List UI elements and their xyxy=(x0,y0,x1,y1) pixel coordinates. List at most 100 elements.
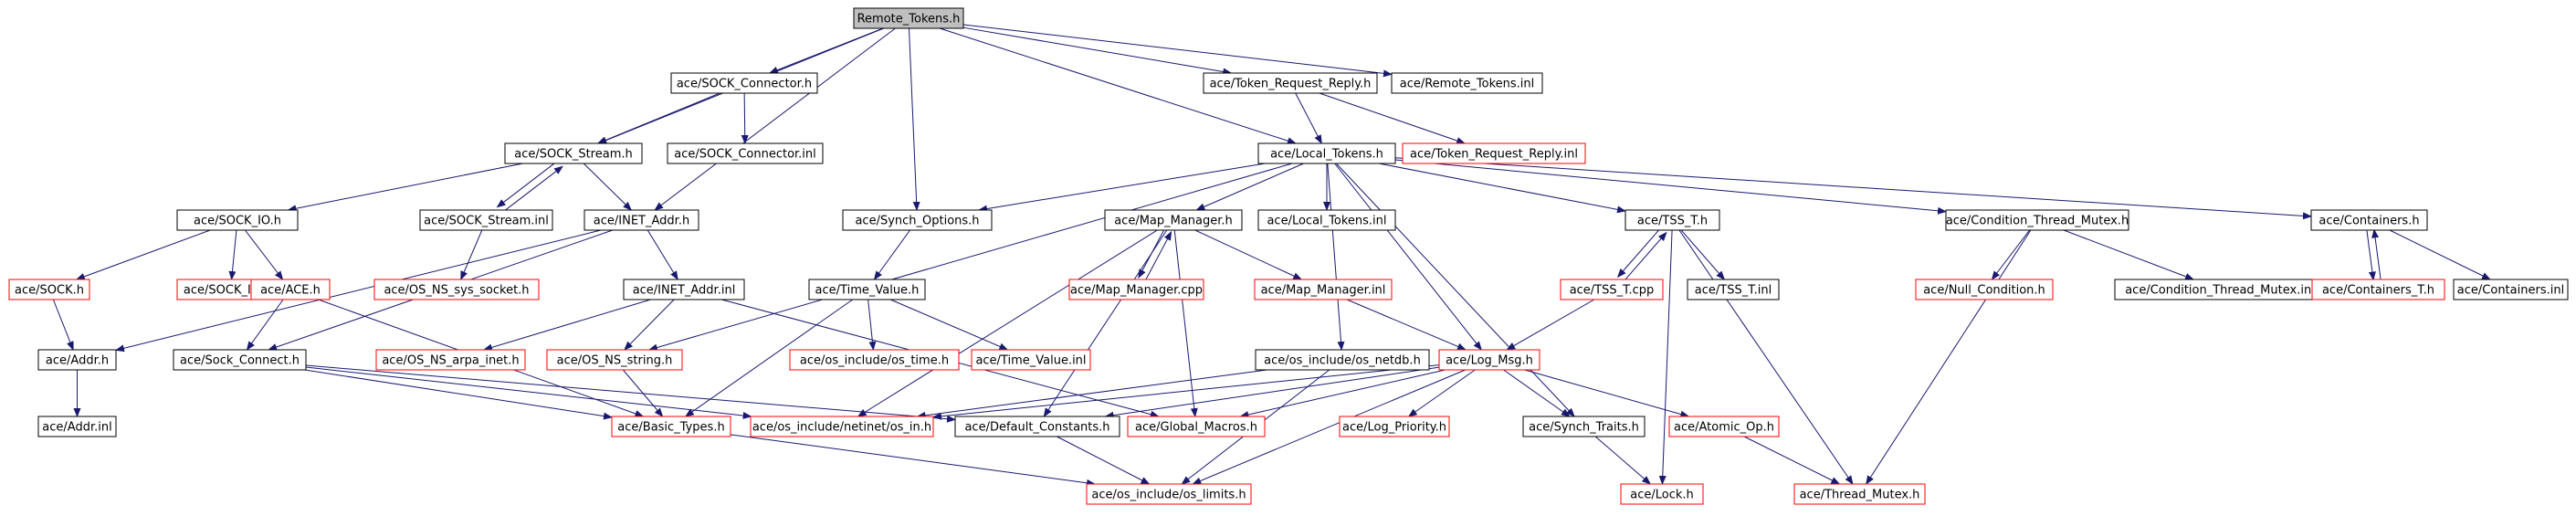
node-label: ace/Synch_Traits.h xyxy=(1529,421,1639,435)
node-box xyxy=(1257,209,1396,231)
node-label: ace/os_include/netinet/os_in.h xyxy=(752,421,931,435)
edge-sock_io_h-to-sock_h xyxy=(75,229,211,280)
node-time-value-inl[interactable]: ace/Time_Value.inl xyxy=(971,349,1091,371)
node-synch-options-h[interactable]: ace/Synch_Options.h xyxy=(842,209,993,231)
node-box xyxy=(2310,209,2428,231)
edge-condition_thread_mutex_h-to-thread_mutex_h xyxy=(1866,229,2032,485)
node-map-manager-h[interactable]: ace/Map_Manager.h xyxy=(1104,209,1243,231)
node-thread-mutex-h[interactable]: ace/Thread_Mutex.h xyxy=(1793,483,1926,505)
node-label: ace/Map_Manager.inl xyxy=(1261,284,1386,298)
edge-time_value_h-to-os_time_h xyxy=(867,299,877,351)
node-map-manager-cpp[interactable]: ace/Map_Manager.cpp xyxy=(1068,279,1204,300)
node-tss-t-inl[interactable]: ace/TSS_T.inl xyxy=(1687,279,1780,300)
edge-sock_stream_h-to-inet_addr_h xyxy=(583,163,632,211)
node-sock-stream-h[interactable]: ace/SOCK_Stream.h xyxy=(504,142,643,164)
edge-remote_tokens_h-to-local_tokens_h xyxy=(939,27,1297,145)
node-lock-h[interactable]: ace/Lock.h xyxy=(1620,483,1704,505)
node-label: ace/os_include/os_time.h xyxy=(800,354,949,368)
node-label: ace/Condition_Thread_Mutex.h xyxy=(1946,215,2129,228)
node-box xyxy=(1620,483,1704,505)
node-box xyxy=(1522,416,1645,437)
edge-sock_h-to-addr_h xyxy=(52,299,74,351)
node-label: ace/Local_Tokens.inl xyxy=(1267,215,1386,228)
edge-local_tokens_h-to-os_netdb_h xyxy=(1327,163,1345,351)
edge-local_tokens_h-to-log_msg_h xyxy=(1334,163,1482,351)
node-global-macros-h[interactable]: ace/Global_Macros.h xyxy=(1127,416,1266,437)
node-local-tokens-inl[interactable]: ace/Local_Tokens.inl xyxy=(1257,209,1396,231)
node-remote-tokens-inl[interactable]: ace/Remote_Tokens.inl xyxy=(1391,72,1543,94)
node-tss-t-cpp[interactable]: ace/TSS_T.cpp xyxy=(1560,279,1664,300)
node-os-in-h[interactable]: ace/os_include/netinet/os_in.h xyxy=(750,416,934,437)
node-containers-inl[interactable]: ace/Containers.inl xyxy=(2453,279,2569,300)
node-tss-t-h[interactable]: ace/TSS_T.h xyxy=(1624,209,1720,231)
node-label: Remote_Tokens.h xyxy=(857,13,961,26)
node-box xyxy=(1438,349,1540,371)
node-map-manager-inl[interactable]: ace/Map_Manager.inl xyxy=(1254,279,1393,300)
node-containers-h[interactable]: ace/Containers.h xyxy=(2310,209,2428,231)
node-inet-addr-h[interactable]: ace/INET_Addr.h xyxy=(584,209,699,231)
edge-remote_tokens_h-to-inet_addr_h xyxy=(654,27,896,211)
node-condition-thread-mutex-inl[interactable]: ace/Condition_Thread_Mutex.inl xyxy=(2114,279,2326,300)
node-box xyxy=(1127,416,1266,437)
node-addr-inl[interactable]: ace/Addr.inl xyxy=(37,416,117,437)
node-token-request-reply-inl[interactable]: ace/Token_Request_Reply.inl xyxy=(1402,142,1586,164)
node-label: ace/TSS_T.cpp xyxy=(1570,284,1655,298)
edge-map_manager_h-to-map_manager_inl xyxy=(1194,229,1303,280)
node-remote-tokens-h[interactable]: Remote_Tokens.h xyxy=(853,7,964,29)
node-label: ace/os_include/os_netdb.h xyxy=(1264,354,1421,368)
node-os-netdb-h[interactable]: ace/os_include/os_netdb.h xyxy=(1255,349,1430,371)
node-sock-connector-inl[interactable]: ace/SOCK_Connector.inl xyxy=(667,142,824,164)
edge-synch_options_h-to-time_value_h xyxy=(873,229,910,280)
node-os-ns-sys-socket-h[interactable]: ace/OS_NS_sys_socket.h xyxy=(373,279,540,300)
node-atomic-op-h[interactable]: ace/Atomic_Op.h xyxy=(1668,416,1780,437)
edge-map_manager_h-to-global_macros_h xyxy=(1173,229,1198,417)
node-local-tokens-h[interactable]: ace/Local_Tokens.h xyxy=(1257,142,1396,164)
node-addr-h[interactable]: ace/Addr.h xyxy=(37,349,117,371)
edge-condition_thread_mutex_h-to-null_condition_h xyxy=(1991,229,2031,280)
node-label: ace/SOCK_Connector.h xyxy=(677,78,812,91)
edge-inet_addr_h-to-addr_h xyxy=(115,229,602,353)
node-box xyxy=(611,416,731,437)
node-log-priority-h[interactable]: ace/Log_Priority.h xyxy=(1339,416,1450,437)
node-basic-types-h[interactable]: ace/Basic_Types.h xyxy=(611,416,731,437)
edge-basic_types_h-to-os_limits_h xyxy=(730,434,1096,487)
edge-local_tokens_h-to-os_ns_string_h xyxy=(648,163,1293,352)
node-label: ace/Log_Priority.h xyxy=(1342,421,1446,435)
node-time-value-h[interactable]: ace/Time_Value.h xyxy=(808,279,926,300)
edge-sock_stream_inl-to-os_ns_sys_socket_h xyxy=(460,229,483,280)
edge-containers_h-to-containers_inl xyxy=(2389,229,2491,280)
node-box xyxy=(375,349,526,371)
node-os-time-h[interactable]: ace/os_include/os_time.h xyxy=(789,349,960,371)
node-sock-h[interactable]: ace/SOCK.h xyxy=(8,279,90,300)
node-label: ace/Addr.h xyxy=(46,354,109,368)
node-sock-io-h[interactable]: ace/SOCK_IO.h xyxy=(176,209,299,231)
node-os-limits-h[interactable]: ace/os_include/os_limits.h xyxy=(1086,483,1252,505)
node-label: ace/Containers_T.h xyxy=(2322,284,2434,298)
node-synch-traits-h[interactable]: ace/Synch_Traits.h xyxy=(1522,416,1645,437)
node-box xyxy=(1915,279,2054,300)
node-sock-stream-inl[interactable]: ace/SOCK_Stream.inl xyxy=(419,209,553,231)
node-inet-addr-inl[interactable]: ace/INET_Addr.inl xyxy=(623,279,745,300)
node-log-msg-h[interactable]: ace/Log_Msg.h xyxy=(1438,349,1540,371)
node-os-ns-arpa-inet-h[interactable]: ace/OS_NS_arpa_inet.h xyxy=(375,349,526,371)
node-sock-connect-h[interactable]: ace/Sock_Connect.h xyxy=(173,349,307,371)
edge-log_msg_h-to-os_limits_h xyxy=(1192,369,1466,485)
node-box xyxy=(37,349,117,371)
edge-log_msg_h-to-default_constants_h xyxy=(1104,366,1440,419)
node-ace-h[interactable]: ace/ACE.h xyxy=(250,279,331,300)
node-box xyxy=(1391,72,1543,94)
node-label: ace/OS_NS_sys_socket.h xyxy=(384,284,529,298)
node-null-condition-h[interactable]: ace/Null_Condition.h xyxy=(1915,279,2054,300)
node-label: ace/Global_Macros.h xyxy=(1135,421,1257,435)
node-token-request-reply-h[interactable]: ace/Token_Request_Reply.h xyxy=(1203,72,1378,94)
edge-token_request_reply_h-to-token_request_reply_inl xyxy=(1319,92,1467,144)
node-sock-connector-h[interactable]: ace/SOCK_Connector.h xyxy=(670,72,818,94)
edge-condition_thread_mutex_h-to-condition_thread_mutex_inl xyxy=(2063,229,2194,280)
node-condition-thread-mutex-h[interactable]: ace/Condition_Thread_Mutex.h xyxy=(1945,209,2129,231)
node-box xyxy=(37,416,117,437)
node-containers-t-h[interactable]: ace/Containers_T.h xyxy=(2311,279,2445,300)
node-os-ns-string-h[interactable]: ace/OS_NS_string.h xyxy=(546,349,683,371)
edge-sock_io_h-to-sock_io_inl xyxy=(228,229,237,280)
node-default-constants-h[interactable]: ace/Default_Constants.h xyxy=(954,416,1120,437)
